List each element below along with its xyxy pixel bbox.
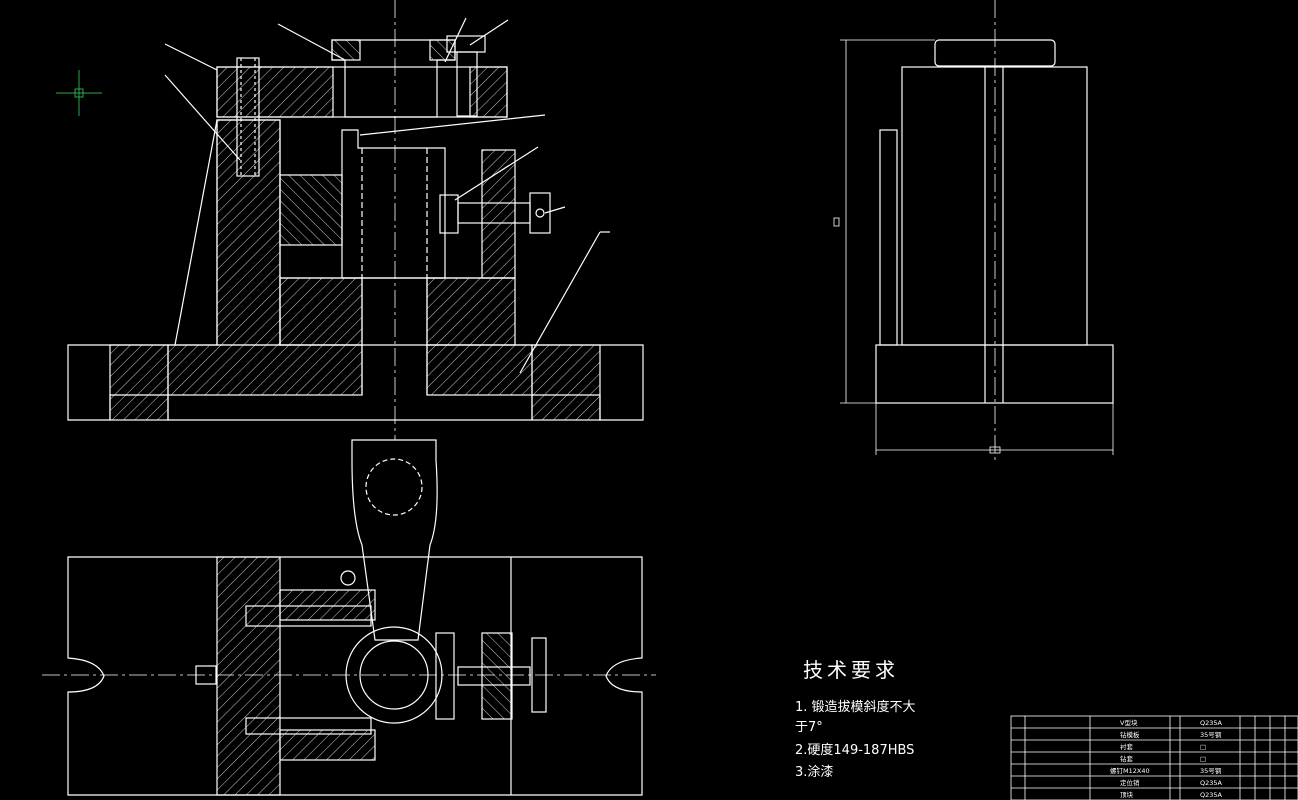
bom-row-name: V型块 [1120,718,1138,727]
bom-row-material: 35号钢 [1200,767,1222,775]
bom-row-material: □ [1200,743,1206,751]
tech-requirement-line: 于7° [795,720,823,735]
bom-row-name: 钻套 [1120,754,1134,763]
bom-row-material: Q235A [1200,791,1223,799]
side-view [833,0,1114,460]
bom-row-name: 衬套 [1120,742,1134,751]
bom-row-name: 顶块 [1120,790,1134,799]
bom-row-name: 定位销 [1120,778,1140,787]
tech-requirement-line: 1. 锻造拔模斜度不大 [795,700,916,715]
bom-row-material: Q235A [1200,719,1223,727]
bom-row-name: 钻模板 [1120,730,1140,739]
tech-requirement-line: 2.硬度149-187HBS [795,743,915,758]
bom-row-material: Q235A [1200,779,1223,787]
plan-view [42,439,656,796]
bom-row-name: 螺钉M12X40 [1110,766,1150,775]
tech-requirement-line: 3.涂漆 [795,765,834,780]
cursor-crosshair [56,70,102,116]
bom-table: V型块 Q235A 钻模板 35号钢 衬套 □ 钻套 □ 螺钉M12X40 35… [1010,715,1298,800]
bom-row-material: □ [1200,755,1206,763]
tech-requirements-title: 技术要求 [803,658,899,682]
bom-row-material: 35号钢 [1200,731,1222,739]
front-section-view [67,0,644,440]
